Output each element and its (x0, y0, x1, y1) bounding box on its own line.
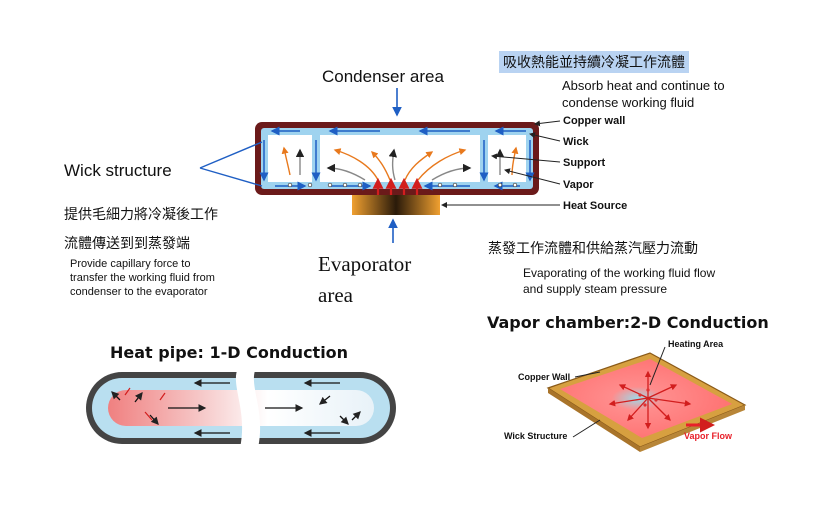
heat-pipe-1d-illustration (86, 368, 396, 448)
support-callout: Support (563, 157, 606, 169)
heat-source-callout: Heat Source (563, 200, 628, 212)
capillary-zh-line1: 提供毛細力將冷凝後工作 (64, 207, 218, 223)
evaporator-label-line1: Evaporator (318, 252, 412, 276)
condenser-area-label: Condenser area (322, 67, 444, 86)
vapor-callout: Vapor (563, 179, 594, 191)
vc-wick-structure-label: Wick Structure (504, 431, 568, 441)
vapor-chamber-title: Vapor chamber:2-D Conduction (487, 313, 769, 332)
evaporating-zh: 蒸發工作流體和供給蒸汽壓力流動 (488, 241, 698, 257)
wick-pointer-top (199, 141, 263, 169)
absorb-heat-zh: 吸收熱能並持續冷凝工作流體 (499, 51, 689, 73)
capillary-en-line2: transfer the working fluid from (70, 272, 215, 284)
evaporating-en-line2: and supply steam pressure (523, 282, 668, 296)
heat-pipe-cross-section (255, 122, 539, 215)
heating-area-label: Heating Area (668, 339, 724, 349)
evaporating-en-line1: Evaporating of the working fluid flow (523, 266, 716, 280)
capillary-en-line3: condenser to the evaporator (70, 286, 208, 298)
heat-source-block (352, 195, 440, 215)
wick-structure-label: Wick structure (64, 161, 172, 180)
capillary-zh-line2: 流體傳送到到蒸發端 (64, 236, 190, 252)
wick-callout: Wick (563, 136, 589, 148)
heat-pipe-title: Heat pipe: 1-D Conduction (110, 343, 349, 362)
absorb-heat-en-line2: condense working fluid (562, 95, 695, 110)
vc-copper-wall-label: Copper Wall (518, 372, 571, 382)
evaporator-label-line2: area (318, 283, 353, 307)
wick-pointer-bottom (199, 167, 263, 187)
copper-wall-callout: Copper wall (563, 115, 626, 127)
vapor-chamber-illustration (546, 346, 747, 452)
absorb-heat-en-line1: Absorb heat and continue to (562, 78, 725, 93)
vapor-flow-label: Vapor Flow (684, 431, 733, 441)
capillary-en-line1: Provide capillary force to (70, 258, 191, 270)
